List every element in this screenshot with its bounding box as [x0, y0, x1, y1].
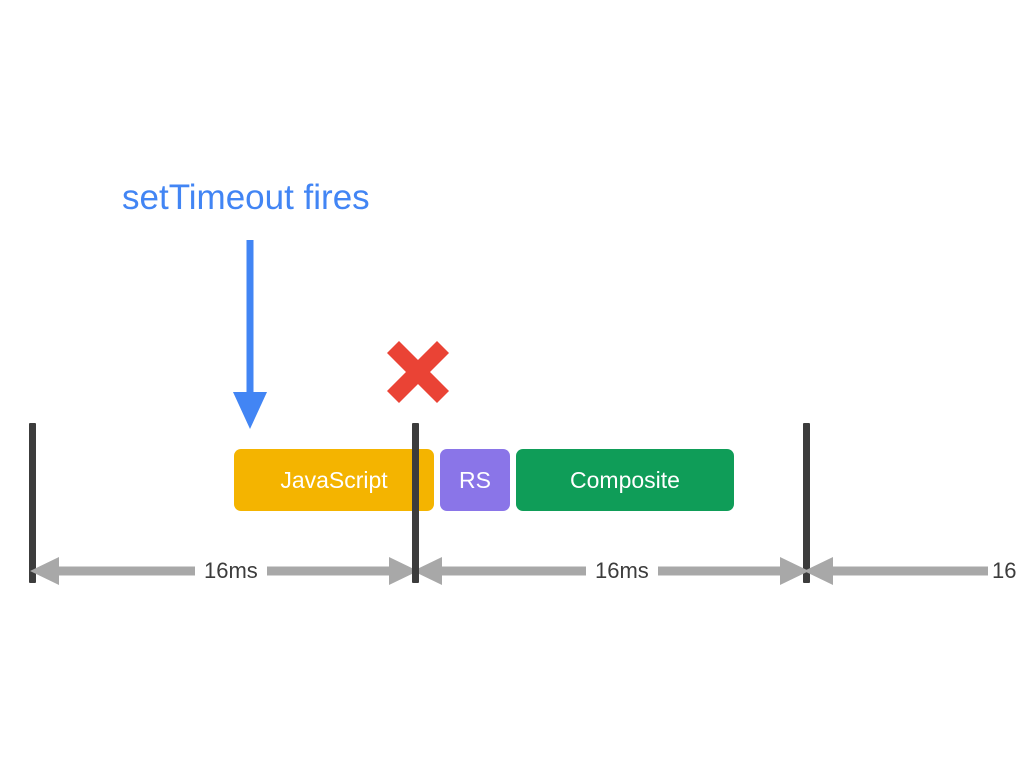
- frame-boundary-tick-2: [803, 423, 810, 583]
- frame-boundary-tick-0: [29, 423, 36, 583]
- interval-label-2: 16: [988, 556, 1024, 586]
- task-bar-composite: Composite: [516, 449, 734, 511]
- task-bar-javascript: JavaScript: [234, 449, 434, 511]
- settimeout-arrow-down-icon: [228, 240, 272, 430]
- task-bar-rs: RS: [440, 449, 510, 511]
- settimeout-annotation-label: setTimeout fires: [122, 178, 370, 217]
- frame-boundary-tick-1: [412, 423, 419, 583]
- dropped-frame-x-icon: [384, 338, 452, 406]
- interval-label-0: 16ms: [195, 556, 267, 586]
- interval-label-1: 16ms: [586, 556, 658, 586]
